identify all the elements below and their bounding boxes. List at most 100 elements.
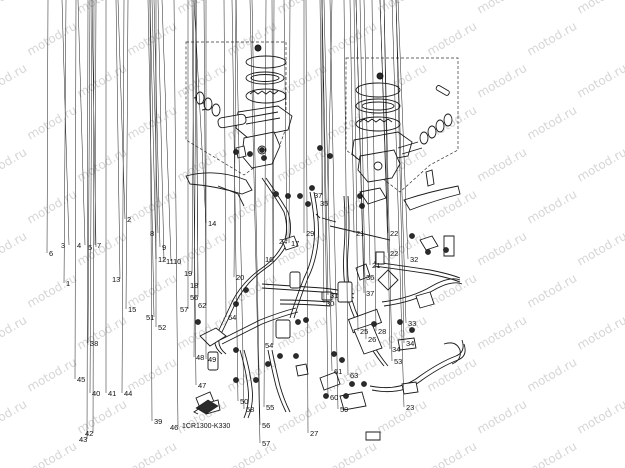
watermark-text: motod.ru: [75, 229, 130, 269]
watermark-text: motod.ru: [375, 0, 430, 17]
part-callout-61: 61: [334, 367, 342, 376]
watermark-text: motod.ru: [0, 313, 29, 353]
watermark-text: motod.ru: [575, 397, 625, 437]
leader-line: [195, 0, 199, 298]
bolt-icon: [233, 347, 239, 353]
leader-line: [149, 0, 153, 422]
joints-and-brackets: [195, 213, 461, 441]
part-callout-56: 56: [190, 293, 198, 302]
right-reservoir-parts: [351, 72, 453, 187]
leader-line: [263, 0, 267, 408]
watermark-text: motod.ru: [0, 61, 29, 101]
part-callout-56: 56: [262, 421, 270, 430]
part-callout-63: 63: [350, 371, 358, 380]
bolt-icon: [233, 377, 239, 383]
part-callout-38: 38: [90, 339, 98, 348]
leader-line: [117, 0, 126, 220]
watermark-text: motod.ru: [525, 355, 580, 395]
watermark-text: motod.ru: [475, 397, 530, 437]
bolt-icon: [409, 233, 415, 239]
part-callout-35: 35: [320, 199, 328, 208]
part-callout-8: 8: [150, 229, 154, 238]
watermark-text: motod.ru: [575, 61, 625, 101]
part-callout-46: 46: [170, 423, 178, 432]
part-callout-24: 24: [279, 237, 287, 246]
part-callout-37: 37: [366, 289, 374, 298]
part-callout-39: 39: [154, 417, 162, 426]
leader-line: [89, 0, 93, 394]
direction-arrow-icon: [193, 399, 219, 415]
part-callout-19: 19: [184, 269, 192, 278]
watermark-text: motod.ru: [0, 0, 29, 17]
bolt-icon: [247, 151, 253, 157]
part-callout-12: 12: [158, 255, 166, 264]
bolt-icon: [303, 317, 309, 323]
bolt-icon: [297, 193, 303, 199]
leader-line: [125, 0, 129, 310]
part-callout-47: 47: [198, 381, 206, 390]
bolt-icon: [371, 321, 377, 327]
leader-line: [288, 0, 291, 244]
leader-line: [359, 0, 367, 340]
leader-line: [355, 0, 365, 294]
leader-line: [161, 0, 172, 262]
part-callout-16: 16: [265, 255, 273, 264]
watermark-text: motod.ru: [525, 271, 580, 311]
part-callout-59: 59: [340, 405, 348, 414]
part-callout-10: 10: [173, 257, 181, 266]
bolt-icon: [343, 393, 349, 399]
leader-line: [329, 0, 339, 410]
part-callout-7: 7: [97, 241, 101, 250]
watermark-text: motod.ru: [575, 229, 625, 269]
part-callout-18: 18: [190, 281, 198, 290]
part-callout-53: 53: [394, 357, 402, 366]
watermark-text: motod.ru: [125, 439, 180, 468]
part-callout-5: 5: [88, 243, 92, 252]
watermark-text: motod.ru: [25, 19, 80, 59]
leader-line: [233, 0, 237, 278]
leader-line: [249, 0, 261, 444]
part-callout-32: 32: [410, 255, 418, 264]
watermark-text: motod.ru: [425, 355, 480, 395]
leader-line: [77, 0, 86, 246]
part-callout-13: 13: [112, 275, 120, 284]
leader-line: [86, 0, 89, 440]
part-callout-1: 1: [66, 279, 70, 288]
leader-line: [149, 0, 157, 260]
watermark-text: motod.ru: [75, 0, 130, 17]
part-callout-15: 15: [128, 305, 136, 314]
part-callout-28: 28: [378, 327, 386, 336]
part-callout-21: 21: [372, 261, 380, 270]
part-callout-52: 52: [158, 323, 166, 332]
watermark-text: motod.ru: [575, 145, 625, 185]
bolt-icon: [277, 353, 283, 359]
watermark-text: motod.ru: [475, 229, 530, 269]
part-callout-33: 33: [408, 319, 416, 328]
part-callout-57: 57: [262, 439, 270, 448]
left-reservoir-parts: [193, 44, 293, 169]
leader-line: [121, 0, 125, 394]
bolt-icon: [331, 351, 337, 357]
bolt-icon: [309, 185, 315, 191]
leader-line: [283, 0, 288, 242]
watermark-text: motod.ru: [475, 145, 530, 185]
watermark-text: motod.ru: [475, 313, 530, 353]
leader-line: [353, 0, 359, 332]
bolt-icon: [265, 361, 271, 367]
part-callout-43: 43: [79, 435, 87, 444]
watermark-text: motod.ru: [525, 103, 580, 143]
watermark-text: motod.ru: [375, 397, 430, 437]
watermark-text: motod.ru: [575, 0, 625, 17]
bolt-icon: [317, 145, 323, 151]
watermark-text: motod.ru: [525, 187, 580, 227]
watermark-text: motod.ru: [125, 19, 180, 59]
part-callout-45: 45: [77, 375, 85, 384]
watermark-text: motod.ru: [225, 439, 280, 468]
part-callout-23: 23: [406, 403, 414, 412]
bolt-icon: [243, 287, 249, 293]
part-callout-30: 30: [326, 299, 334, 308]
watermark-text: motod.ru: [325, 439, 380, 468]
watermark-text: motod.ru: [25, 187, 80, 227]
bolt-icon: [273, 191, 279, 197]
part-callout-40: 40: [92, 389, 100, 398]
